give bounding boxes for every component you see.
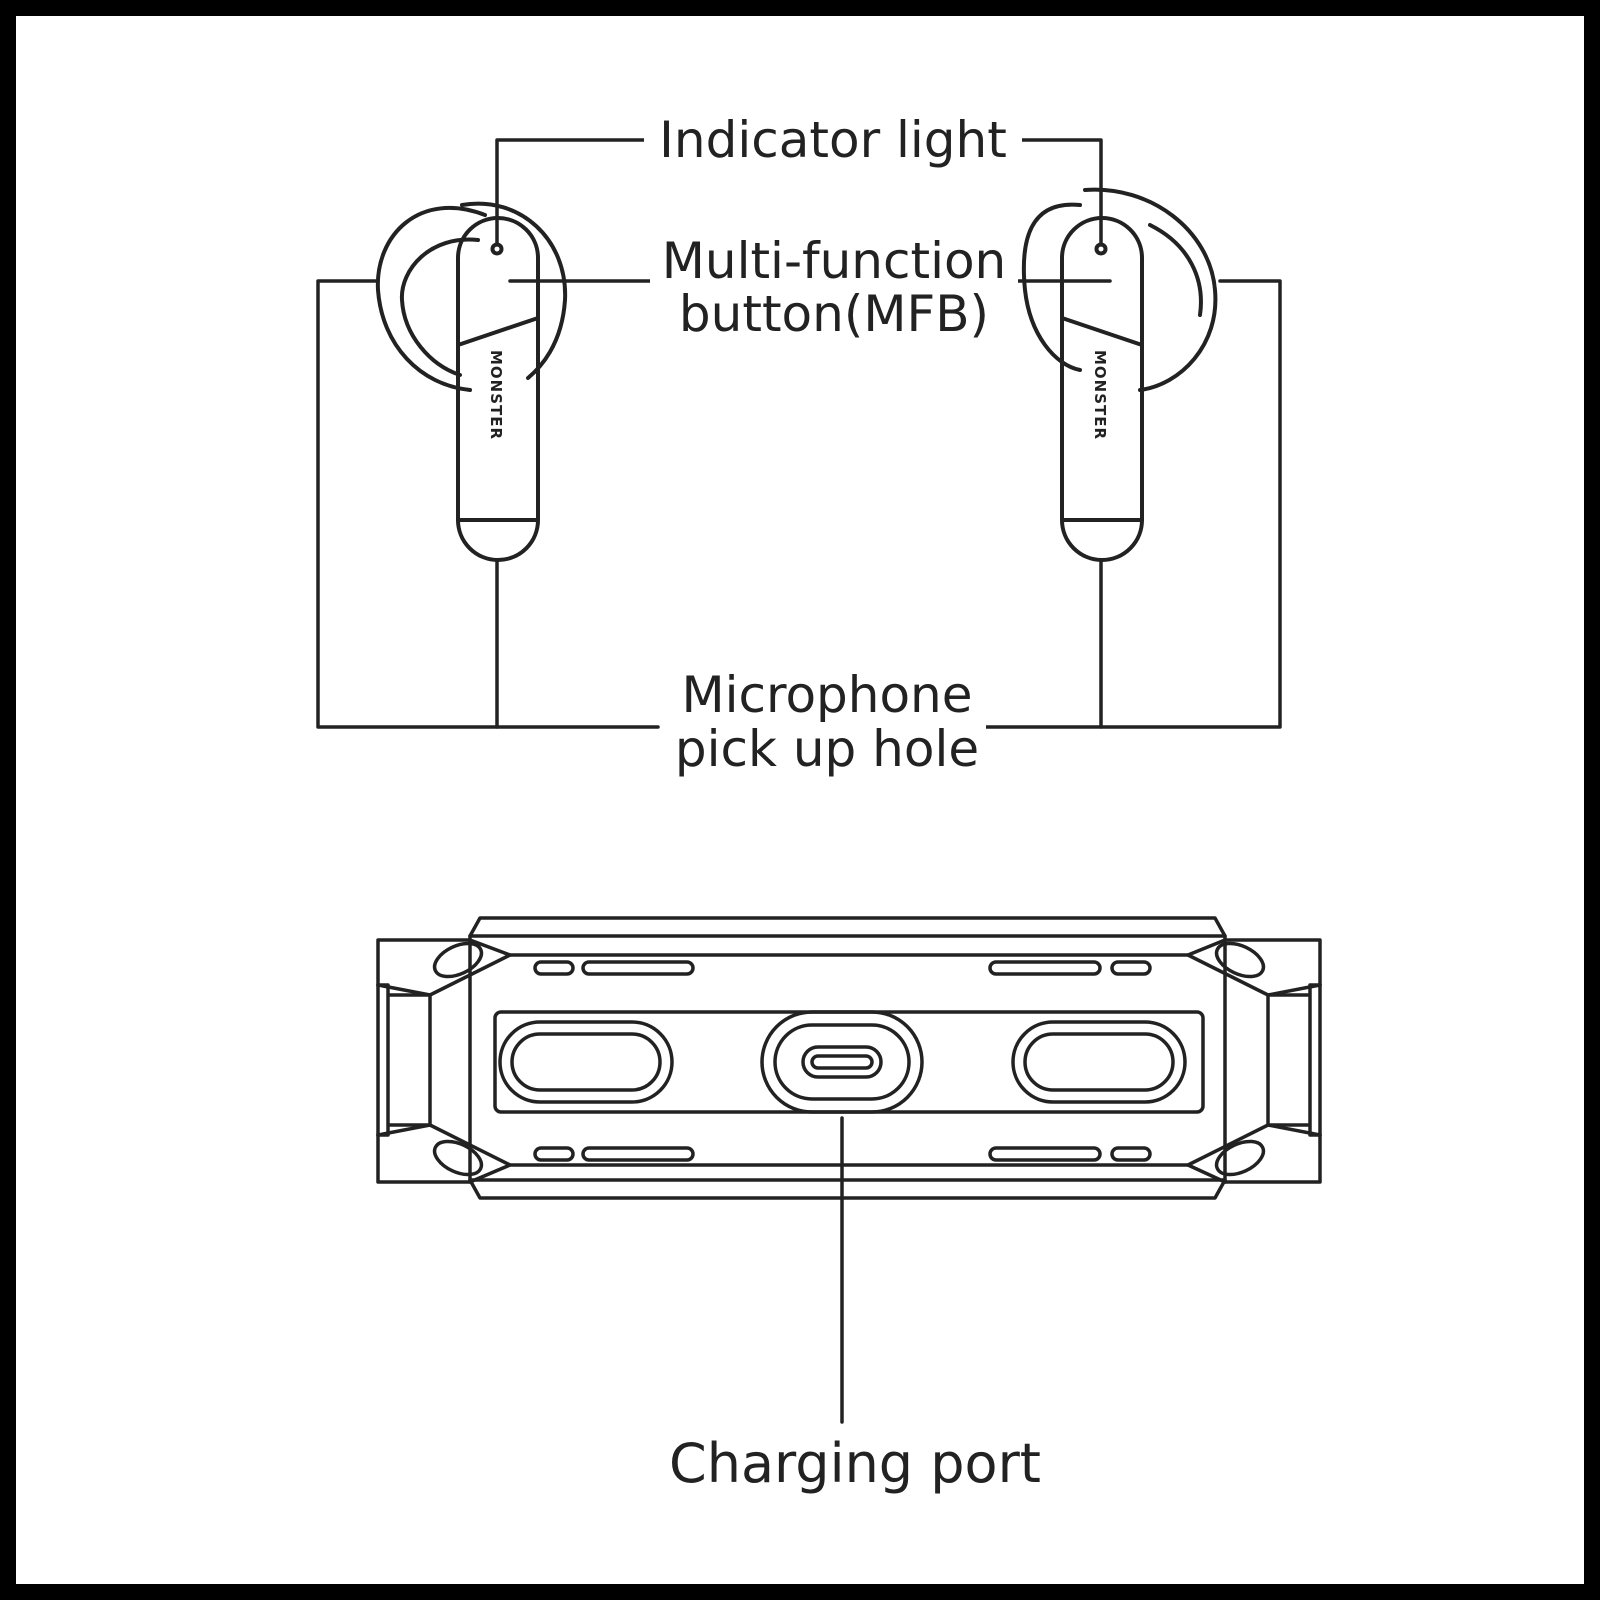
case-right-oval-pad-inner: [1023, 1032, 1175, 1092]
earbuds-case-diagram: MONSTER MONSTER: [316, 138, 1322, 1424]
case-right-bracket: [1266, 983, 1322, 1137]
case-left-top-hole: [432, 941, 484, 979]
mic-leader-right: [968, 558, 1103, 729]
case-body: [468, 934, 1227, 1182]
left-earbud: MONSTER: [375, 201, 568, 562]
microphone-label-line2: pick up hole: [668, 722, 986, 776]
vent-slot-bottom-right-long: [988, 1146, 1102, 1162]
left-earbud-brand-logo: MONSTER: [487, 350, 505, 440]
vent-slot-top-right-small: [1110, 960, 1152, 976]
right-earbud: MONSTER: [1021, 187, 1218, 562]
vent-slot-bottom-left-small: [533, 1146, 575, 1162]
case-left-oval-pad: [498, 1020, 674, 1104]
right-earbud-head-inner: [1148, 223, 1203, 317]
case-left-corner-top: [376, 938, 512, 997]
charging-case: [376, 916, 1322, 1200]
left-earbud-head-rim: [460, 201, 568, 380]
case-left-corner-bottom: [376, 1123, 512, 1184]
mic-leader-left: [495, 558, 660, 729]
right-earbud-head: [1083, 187, 1218, 392]
left-earbud-divider: [456, 316, 540, 347]
mfb-label-line1: Multi-function: [650, 234, 1018, 288]
left-earbud-head-inner: [399, 237, 480, 377]
case-left-end: [376, 938, 472, 1184]
usb-c-port-icon: [801, 1045, 883, 1079]
mic-leader-left-outer: [316, 279, 499, 729]
case-right-oval-pad: [1011, 1020, 1187, 1104]
vent-slot-top-left-small: [533, 960, 575, 976]
left-earbud-head: [375, 205, 487, 392]
vent-slot-bottom-right-small: [1110, 1146, 1152, 1162]
case-right-corner-bottom: [1186, 1123, 1322, 1184]
mfb-label-line2: button(MFB): [650, 287, 1018, 341]
vent-slot-top-left-long: [581, 960, 695, 976]
diagram-frame: MONSTER MONSTER: [16, 16, 1584, 1584]
case-outline-top: [468, 916, 1227, 938]
case-right-top-hole: [1214, 941, 1266, 979]
mic-leader-right-outer: [1099, 279, 1282, 729]
case-outline-bottom: [468, 1178, 1227, 1200]
case-right-end: [1223, 938, 1322, 1184]
right-earbud-head-rim: [1021, 202, 1082, 372]
vent-slot-top-right-long: [988, 960, 1102, 976]
vent-slot-bottom-left-long: [581, 1146, 695, 1162]
case-right-corner-top: [1186, 938, 1322, 997]
case-left-bracket: [376, 983, 432, 1137]
indicator-leader-left: [495, 138, 647, 247]
indicator-light-label: Indicator light: [644, 113, 1022, 167]
case-band-rails: [508, 953, 1190, 1167]
right-earbud-divider: [1060, 316, 1144, 347]
case-left-bottom-hole: [432, 1139, 484, 1177]
microphone-label-line1: Microphone: [668, 668, 986, 722]
charging-port-bezel: [773, 1023, 911, 1101]
case-left-oval-pad-inner: [510, 1032, 662, 1092]
right-earbud-brand-logo: MONSTER: [1091, 350, 1109, 440]
case-inner-band: [493, 1010, 1205, 1114]
indicator-leader-right: [988, 138, 1103, 247]
charging-port-label: Charging port: [656, 1434, 1054, 1494]
charging-port-housing: [760, 1010, 924, 1114]
usb-c-port-tongue: [810, 1054, 874, 1070]
case-right-bottom-hole: [1214, 1139, 1266, 1177]
